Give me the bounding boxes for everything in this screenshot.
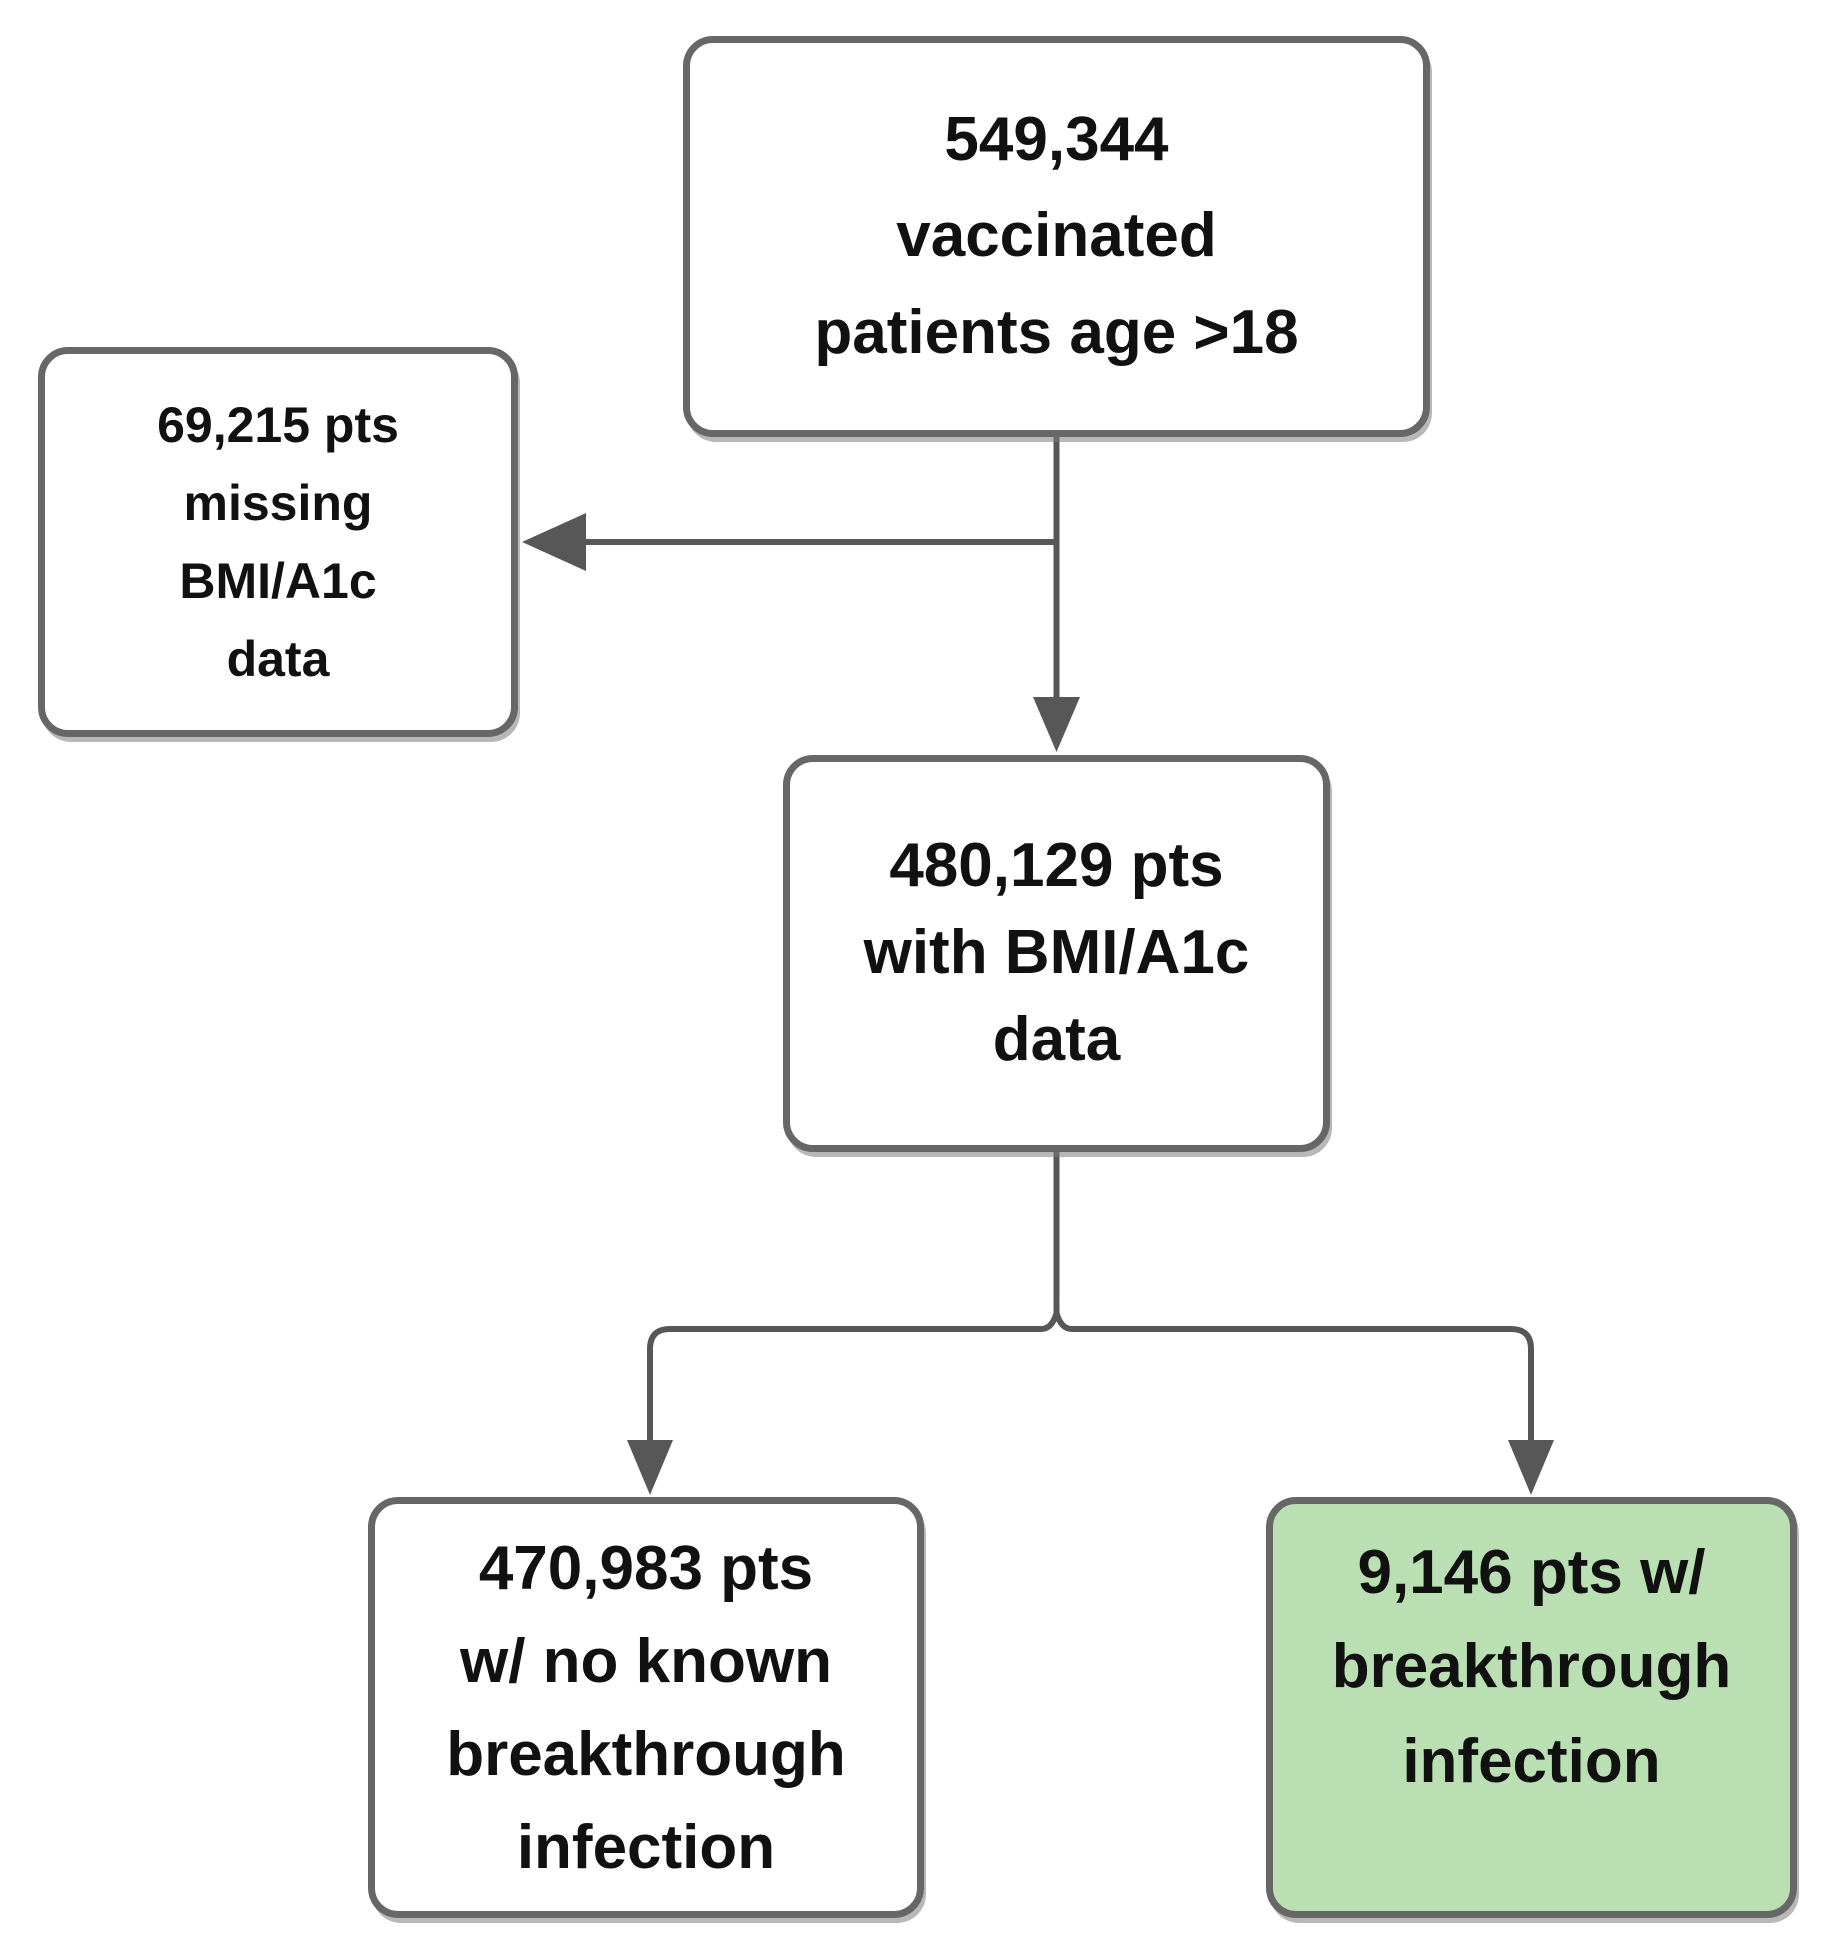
arrowhead-into-nobreakthrough-icon (627, 1440, 673, 1495)
node-missing-label: 69,215 pts missing BMI/A1c data (157, 397, 399, 687)
node-total-label: 549,344 vaccinated patients age >18 (814, 105, 1299, 367)
arrowhead-into-withdata-icon (1033, 697, 1080, 752)
node-breakthrough-label: 9,146 pts w/ breakthrough infection (1331, 1538, 1732, 1796)
node-with-bmi-a1c: 480,129 pts with BMI/A1c data (783, 755, 1330, 1152)
arrowhead-into-missing-icon (522, 513, 586, 571)
node-missing-bmi-a1c: 69,215 pts missing BMI/A1c data (38, 347, 518, 737)
connector-split-rail (647, 1301, 1534, 1442)
node-nobreakthrough-label: 470,983 pts w/ no known breakthrough inf… (446, 1533, 846, 1882)
node-breakthrough-infection: 9,146 pts w/ breakthrough infection (1266, 1497, 1797, 1918)
node-total-vaccinated-patients: 549,344 vaccinated patients age >18 (683, 36, 1430, 437)
node-withdata-label: 480,129 pts with BMI/A1c data (863, 831, 1250, 1074)
arrowhead-into-breakthrough-icon (1508, 1440, 1554, 1495)
node-no-breakthrough-infection: 470,983 pts w/ no known breakthrough inf… (368, 1497, 924, 1918)
